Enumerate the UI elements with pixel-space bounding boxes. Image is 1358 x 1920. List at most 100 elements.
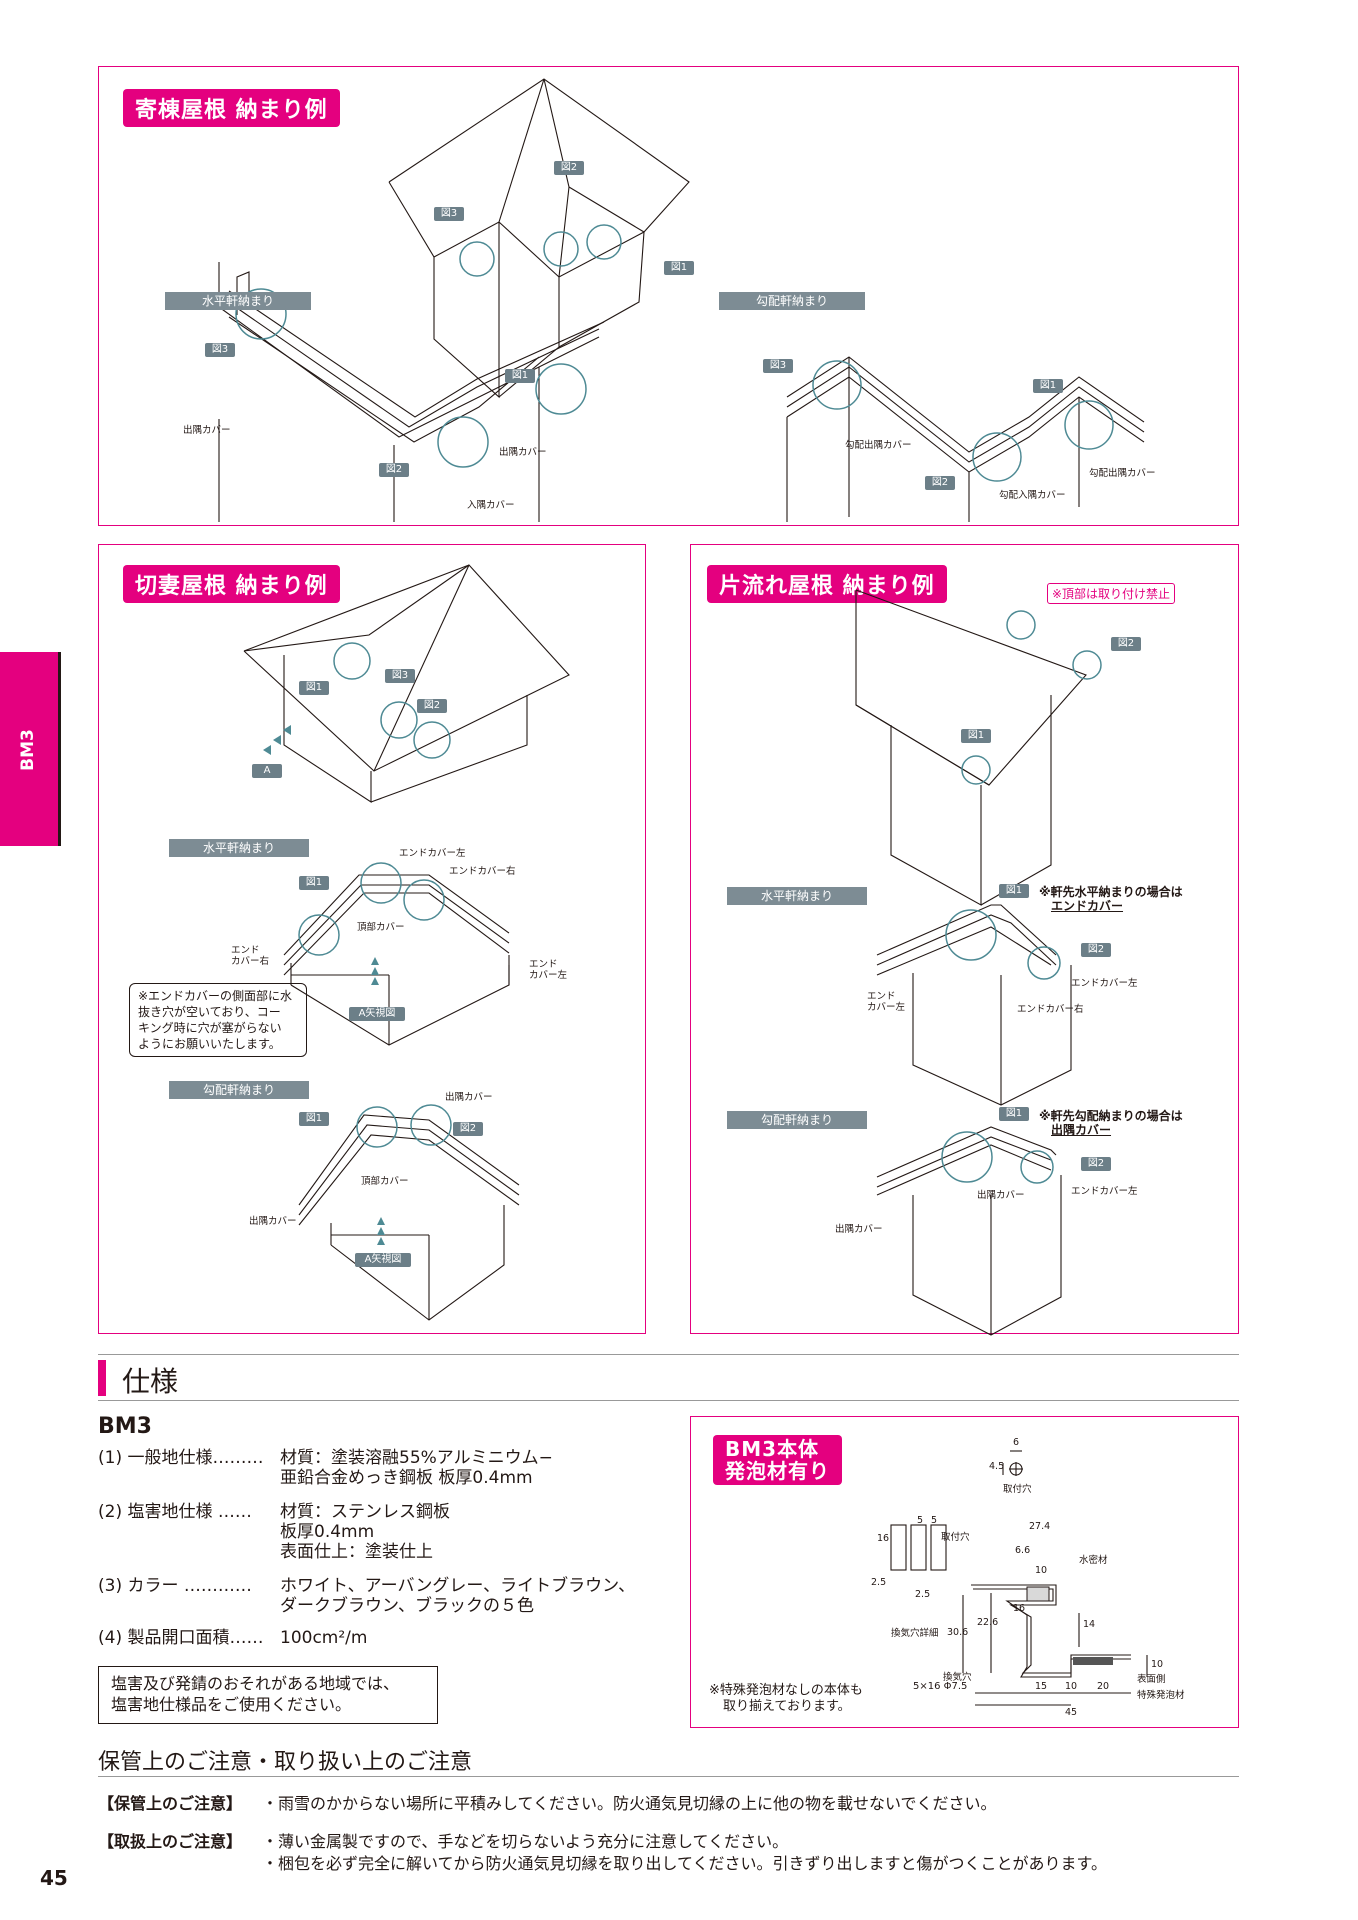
spec-row-1-label: (1) 一般地仕様……… [98, 1448, 264, 1468]
side-tab [0, 652, 60, 846]
shed-roof-panel: 片流れ屋根 納まり例 ※頂部は取り付け禁止 図2 図1 水平軒納まり 図1 ※軒… [690, 544, 1239, 1336]
spec-note-line-2: 塩害地仕様品をご使用ください。 [111, 1695, 352, 1714]
bm3-dim-20: 20 [1097, 1681, 1110, 1692]
gable-s-arrow-view: A矢視図 [355, 1253, 411, 1267]
spec-heading: 仕様 [122, 1365, 179, 1398]
gable-roof-drawing [243, 564, 570, 1321]
side-tab-label: BM3 [18, 729, 38, 771]
bm3-dim-2-5-a: 2.5 [871, 1577, 887, 1588]
spec-row-2-line-1: 材質：ステンレス鋼板 [280, 1502, 450, 1522]
hip-s-fig3-tag: 図3 [763, 359, 793, 373]
gable-note-line-3: キング時に穴が塞がらない [138, 1021, 282, 1035]
hip-h-outer-cover-left: 出隅カバー [183, 425, 231, 436]
bm3-note-line-2: 取り揃えております。 [723, 1699, 851, 1714]
bm3-special-foam-label: 特殊発泡材 [1137, 1690, 1185, 1701]
gable-s-outer-cover-left: 出隅カバー [249, 1216, 297, 1227]
hip-horizontal-tag: 水平軒納まり [165, 292, 311, 310]
shed-roof-title: 片流れ屋根 納まり例 [707, 565, 947, 603]
shed-s-note-1: ※軒先勾配納まりの場合は [1039, 1109, 1183, 1123]
bm3-dim-5-b: 5 [931, 1515, 938, 1526]
gable-s-fig2-tag: 図2 [453, 1122, 483, 1136]
shed-h-end-cover-left-split: エンド カバー左 [867, 991, 906, 1013]
gable-s-fig1-tag: 図1 [299, 1112, 329, 1126]
spec-row-3-line-1: ホワイト、アーバングレー、ライトブラウン、 [280, 1576, 636, 1596]
hip-roof-title: 寄棟屋根 納まり例 [123, 89, 340, 127]
spec-row-4-line-1: 100cm²/m [280, 1628, 368, 1648]
shed-slope-tag: 勾配軒納まり [727, 1111, 867, 1129]
page-number: 45 [40, 1866, 68, 1890]
gable-roof-title: 切妻屋根 納まり例 [123, 565, 340, 603]
caution-rule [98, 1776, 1239, 1777]
bm3-dim-10-top: 10 [1035, 1565, 1048, 1576]
shed-fig1-tag: 図1 [961, 729, 991, 743]
bm3-diagram-title: BM3本体 発泡材有り [713, 1435, 842, 1485]
gable-h-arrow-view: A矢視図 [349, 1007, 405, 1021]
gable-h-fig1-tag: 図1 [299, 876, 329, 890]
bm3-note: ※特殊発泡材なしの本体も 取り揃えております。 [709, 1683, 863, 1715]
shed-h-note-1: ※軒先水平納まりの場合は [1039, 885, 1183, 899]
gable-fig3-tag: 図3 [385, 669, 415, 683]
gable-note-line-4: ようにお願いいたします。 [138, 1037, 281, 1051]
spec-bottom-rule [98, 1400, 1239, 1401]
bm3-dim-27-4: 27.4 [1029, 1521, 1051, 1532]
gable-endcover-note: ※エンドカバーの側面部に水 抜き穴が空いており、コー キング時に穴が塞がらない … [129, 983, 307, 1057]
hip-s-slope-inner-cover: 勾配入隅カバー [999, 490, 1066, 501]
shed-s-note-2: 出隅カバー [1051, 1123, 1112, 1137]
bm3-dim-22-6: 22.6 [977, 1617, 999, 1628]
spec-top-rule [98, 1354, 1239, 1355]
hip-h-fig3-tag: 図3 [205, 343, 235, 357]
bm3-diagram-title-line-1: BM3本体 [725, 1437, 820, 1461]
bm3-dim-4-5: 4.5 [989, 1461, 1005, 1472]
shed-s-fig2-tag: 図2 [1081, 1157, 1111, 1171]
bm3-dim-6: 6 [1013, 1437, 1020, 1448]
shed-h-note-2: エンドカバー [1051, 899, 1124, 913]
handling-label: 【取扱上のご注意】 [98, 1832, 243, 1851]
bm3-dim-6-6: 6.6 [1015, 1545, 1031, 1556]
gable-h-top-cover: 頂部カバー [357, 922, 405, 933]
spec-row-3: (3) カラー …………ホワイト、アーバングレー、ライトブラウン、ダークブラウン… [98, 1576, 635, 1616]
spec-row-2-label: (2) 塩害地仕様 …… [98, 1502, 252, 1522]
spec-row-1-line-2: 亜鉛合金めっき鋼板 板厚0.4mm [280, 1468, 533, 1488]
bm3-dim-45: 45 [1065, 1707, 1078, 1718]
gable-h-end-cover-left: エンドカバー左 [399, 848, 466, 859]
spec-row-1-line-1: 材質：塗装溶融55%アルミニウム− [280, 1448, 553, 1468]
gable-slope-tag: 勾配軒納まり [169, 1081, 309, 1099]
spec-row-3-line-2: ダークブラウン、ブラックの５色 [280, 1596, 534, 1616]
handling-text-2: ・梱包を必ず完全に解いてから防火通気見切縁を取り出してください。引きずり出します… [262, 1854, 1107, 1873]
shed-s-fig1-tag: 図1 [999, 1107, 1029, 1121]
bm3-vent-spec-label: 5×16 Φ7.5 [913, 1681, 968, 1692]
hip-h-outer-cover-right: 出隅カバー [499, 447, 547, 458]
hip-s-fig1-tag: 図1 [1033, 379, 1063, 393]
spec-row-1: (1) 一般地仕様……… 材質：塗装溶融55%アルミニウム−亜鉛合金めっき鋼板 板… [98, 1448, 553, 1488]
bm3-note-line-1: ※特殊発泡材なしの本体も [709, 1683, 863, 1698]
gable-roof-panel: 切妻屋根 納まり例 [98, 544, 646, 1334]
hip-fig3-tag: 図3 [434, 207, 464, 221]
gable-view-a-tag: A [252, 764, 282, 778]
shed-s-outer-cover-left: 出隅カバー [835, 1224, 883, 1235]
bm3-mounting-hole-label-2: 取付穴 [941, 1532, 970, 1543]
gable-h-end-cover-left-split: エンド カバー左 [529, 959, 568, 981]
bm3-dim-16-b: 16 [1013, 1603, 1026, 1614]
hip-fig2-tag: 図2 [554, 161, 584, 175]
hip-s-slope-outer-cover: 勾配出隅カバー [845, 440, 912, 451]
bm3-dim-16-a: 16 [877, 1533, 890, 1544]
shed-warning-tag: ※頂部は取り付け禁止 [1047, 583, 1176, 604]
hip-slope-tag: 勾配軒納まり [719, 292, 865, 310]
bm3-dim-14: 14 [1083, 1619, 1096, 1630]
spec-product: BM3 [98, 1414, 152, 1439]
bm3-dim-10-bottom: 10 [1065, 1681, 1078, 1692]
bm3-vent-hole-label: 換気穴 [943, 1672, 972, 1683]
hip-h-inner-cover: 入隅カバー [467, 500, 515, 511]
hip-h-fig2-tag: 図2 [379, 463, 409, 477]
shed-horizontal-tag: 水平軒納まり [727, 887, 867, 905]
storage-text: ・雨雪のかからない場所に平積みしてください。防火通気見切縁の上に他の物を載せない… [262, 1794, 997, 1813]
gable-s-outer-cover-top: 出隅カバー [445, 1092, 493, 1103]
hip-fig1-tag: 図1 [664, 261, 694, 275]
bm3-diagram-panel: BM3本体 発泡材有り 取付穴 取付穴 水密材 換気穴詳細 換気穴 5×16 Φ… [690, 1416, 1239, 1728]
bm3-dim-10-right: 10 [1151, 1659, 1164, 1670]
bm3-waterstop-label: 水密材 [1079, 1555, 1108, 1566]
bm3-dim-30-6: 30.6 [947, 1627, 969, 1638]
gable-fig2-tag: 図2 [417, 699, 447, 713]
bm3-vent-detail-label: 換気穴詳細 [891, 1628, 939, 1639]
